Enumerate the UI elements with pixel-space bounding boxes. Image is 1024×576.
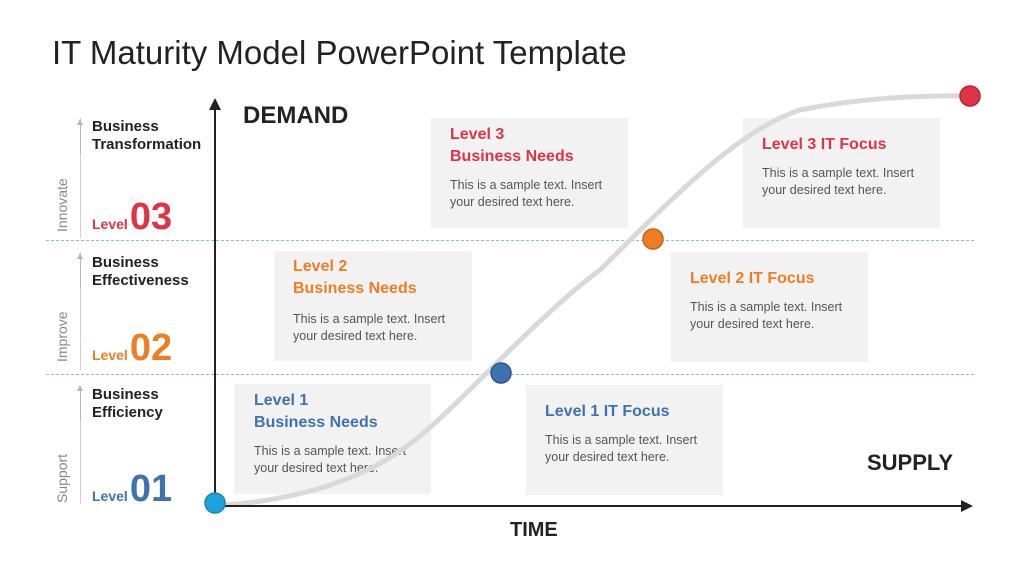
card-body: This is a sample text. Insert your desir… <box>254 444 407 475</box>
level-number: 03 <box>129 196 173 238</box>
level-word: Level <box>92 488 128 504</box>
y-axis-label: DEMAND <box>243 102 349 129</box>
card-body: This is a sample text. Insert your desir… <box>450 178 603 209</box>
x-axis-label: TIME <box>510 519 558 541</box>
card-title: Level 1 IT Focus <box>545 403 670 420</box>
card-title: Level 2 IT Focus <box>690 270 815 287</box>
card-body: This is a sample text. Insert your desir… <box>293 312 446 343</box>
milestone-dot-level-2 <box>642 228 664 250</box>
stage-2-title: Business Effectiveness <box>92 254 189 289</box>
maturity-s-curve <box>212 93 974 509</box>
card-body: This is a sample text. Insert your desir… <box>690 300 843 331</box>
card-level-3-business-needs: Level 3 Business Needs This is a sample … <box>431 118 628 228</box>
card-level-2-it-focus: Level 2 IT Focus This is a sample text. … <box>671 252 868 362</box>
divider-level-2-3 <box>46 240 974 241</box>
card-level-1-business-needs: Level 1 Business Needs This is a sample … <box>234 384 431 494</box>
level-number: 02 <box>129 327 173 369</box>
x-axis-arrowhead-icon <box>961 500 973 512</box>
milestone-dot-level-3 <box>959 85 981 107</box>
start-dot <box>204 492 226 514</box>
level-03-label: Level03 <box>92 198 172 236</box>
level-02-label: Level02 <box>92 329 172 367</box>
level-word: Level <box>92 347 128 363</box>
level-word: Level <box>92 216 128 232</box>
card-title: Level 2 Business Needs <box>293 258 417 297</box>
improve-side-line <box>80 252 81 370</box>
innovate-side-line <box>80 118 81 238</box>
card-body: This is a sample text. Insert your desir… <box>545 433 698 464</box>
card-title: Level 3 Business Needs <box>450 126 574 165</box>
stage-3-title: Business Transformation <box>92 118 202 153</box>
card-title: Level 1 Business Needs <box>254 392 378 431</box>
supply-label: SUPPLY <box>867 450 954 475</box>
milestone-dot-level-1 <box>490 362 512 384</box>
card-title: Level 3 IT Focus <box>762 136 887 153</box>
card-level-1-it-focus: Level 1 IT Focus This is a sample text. … <box>526 385 723 495</box>
y-axis-arrowhead-icon <box>209 98 221 110</box>
support-side-line <box>80 386 81 504</box>
card-level-2-business-needs: Level 2 Business Needs This is a sample … <box>274 251 472 361</box>
card-body: This is a sample text. Insert your desir… <box>762 166 915 197</box>
slide-title: IT Maturity Model PowerPoint Template <box>52 34 627 71</box>
stage-2-arrow-icon <box>77 253 83 288</box>
stage-3-arrow-icon <box>77 119 83 154</box>
stage-1-title: Business Efficiency <box>92 386 163 421</box>
card-level-3-it-focus: Level 3 IT Focus This is a sample text. … <box>743 118 940 228</box>
level-number: 01 <box>129 468 173 510</box>
stage-1-arrow-icon <box>77 385 83 420</box>
level-01-label: Level01 <box>92 470 172 508</box>
